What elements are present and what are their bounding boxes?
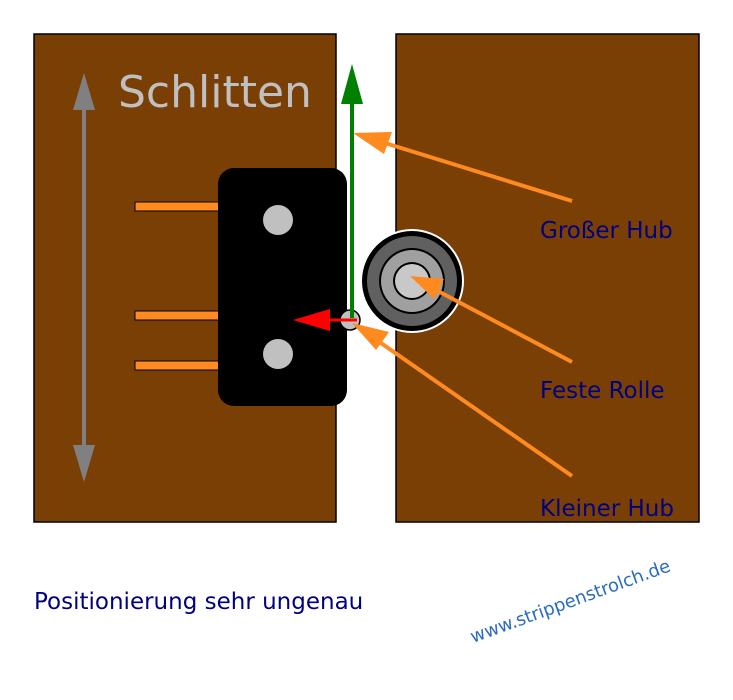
label-fixed-roller: Feste Rolle (540, 378, 665, 404)
pointer-fixed-roller (410, 276, 573, 364)
switch-pin (134, 201, 222, 212)
label-small-stroke: Kleiner Hub (540, 496, 674, 522)
switch-pin (134, 360, 222, 371)
fixed-roller (360, 229, 464, 333)
mounting-hole (263, 205, 293, 235)
motion-double-arrow (73, 73, 95, 482)
label-large-stroke: Großer Hub (540, 218, 673, 244)
pointer-small-stroke (352, 323, 574, 478)
watermark: www.strippenstrolch.de (468, 556, 674, 648)
red-arrow (293, 309, 357, 331)
green-arrow (341, 64, 363, 318)
pointer-large-stroke (353, 132, 573, 203)
microswitch-body (218, 168, 347, 406)
caption: Positionierung sehr ungenau (34, 589, 363, 615)
switch-pin (134, 310, 222, 321)
title-schlitten: Schlitten (118, 67, 312, 118)
mounting-hole (263, 339, 293, 369)
